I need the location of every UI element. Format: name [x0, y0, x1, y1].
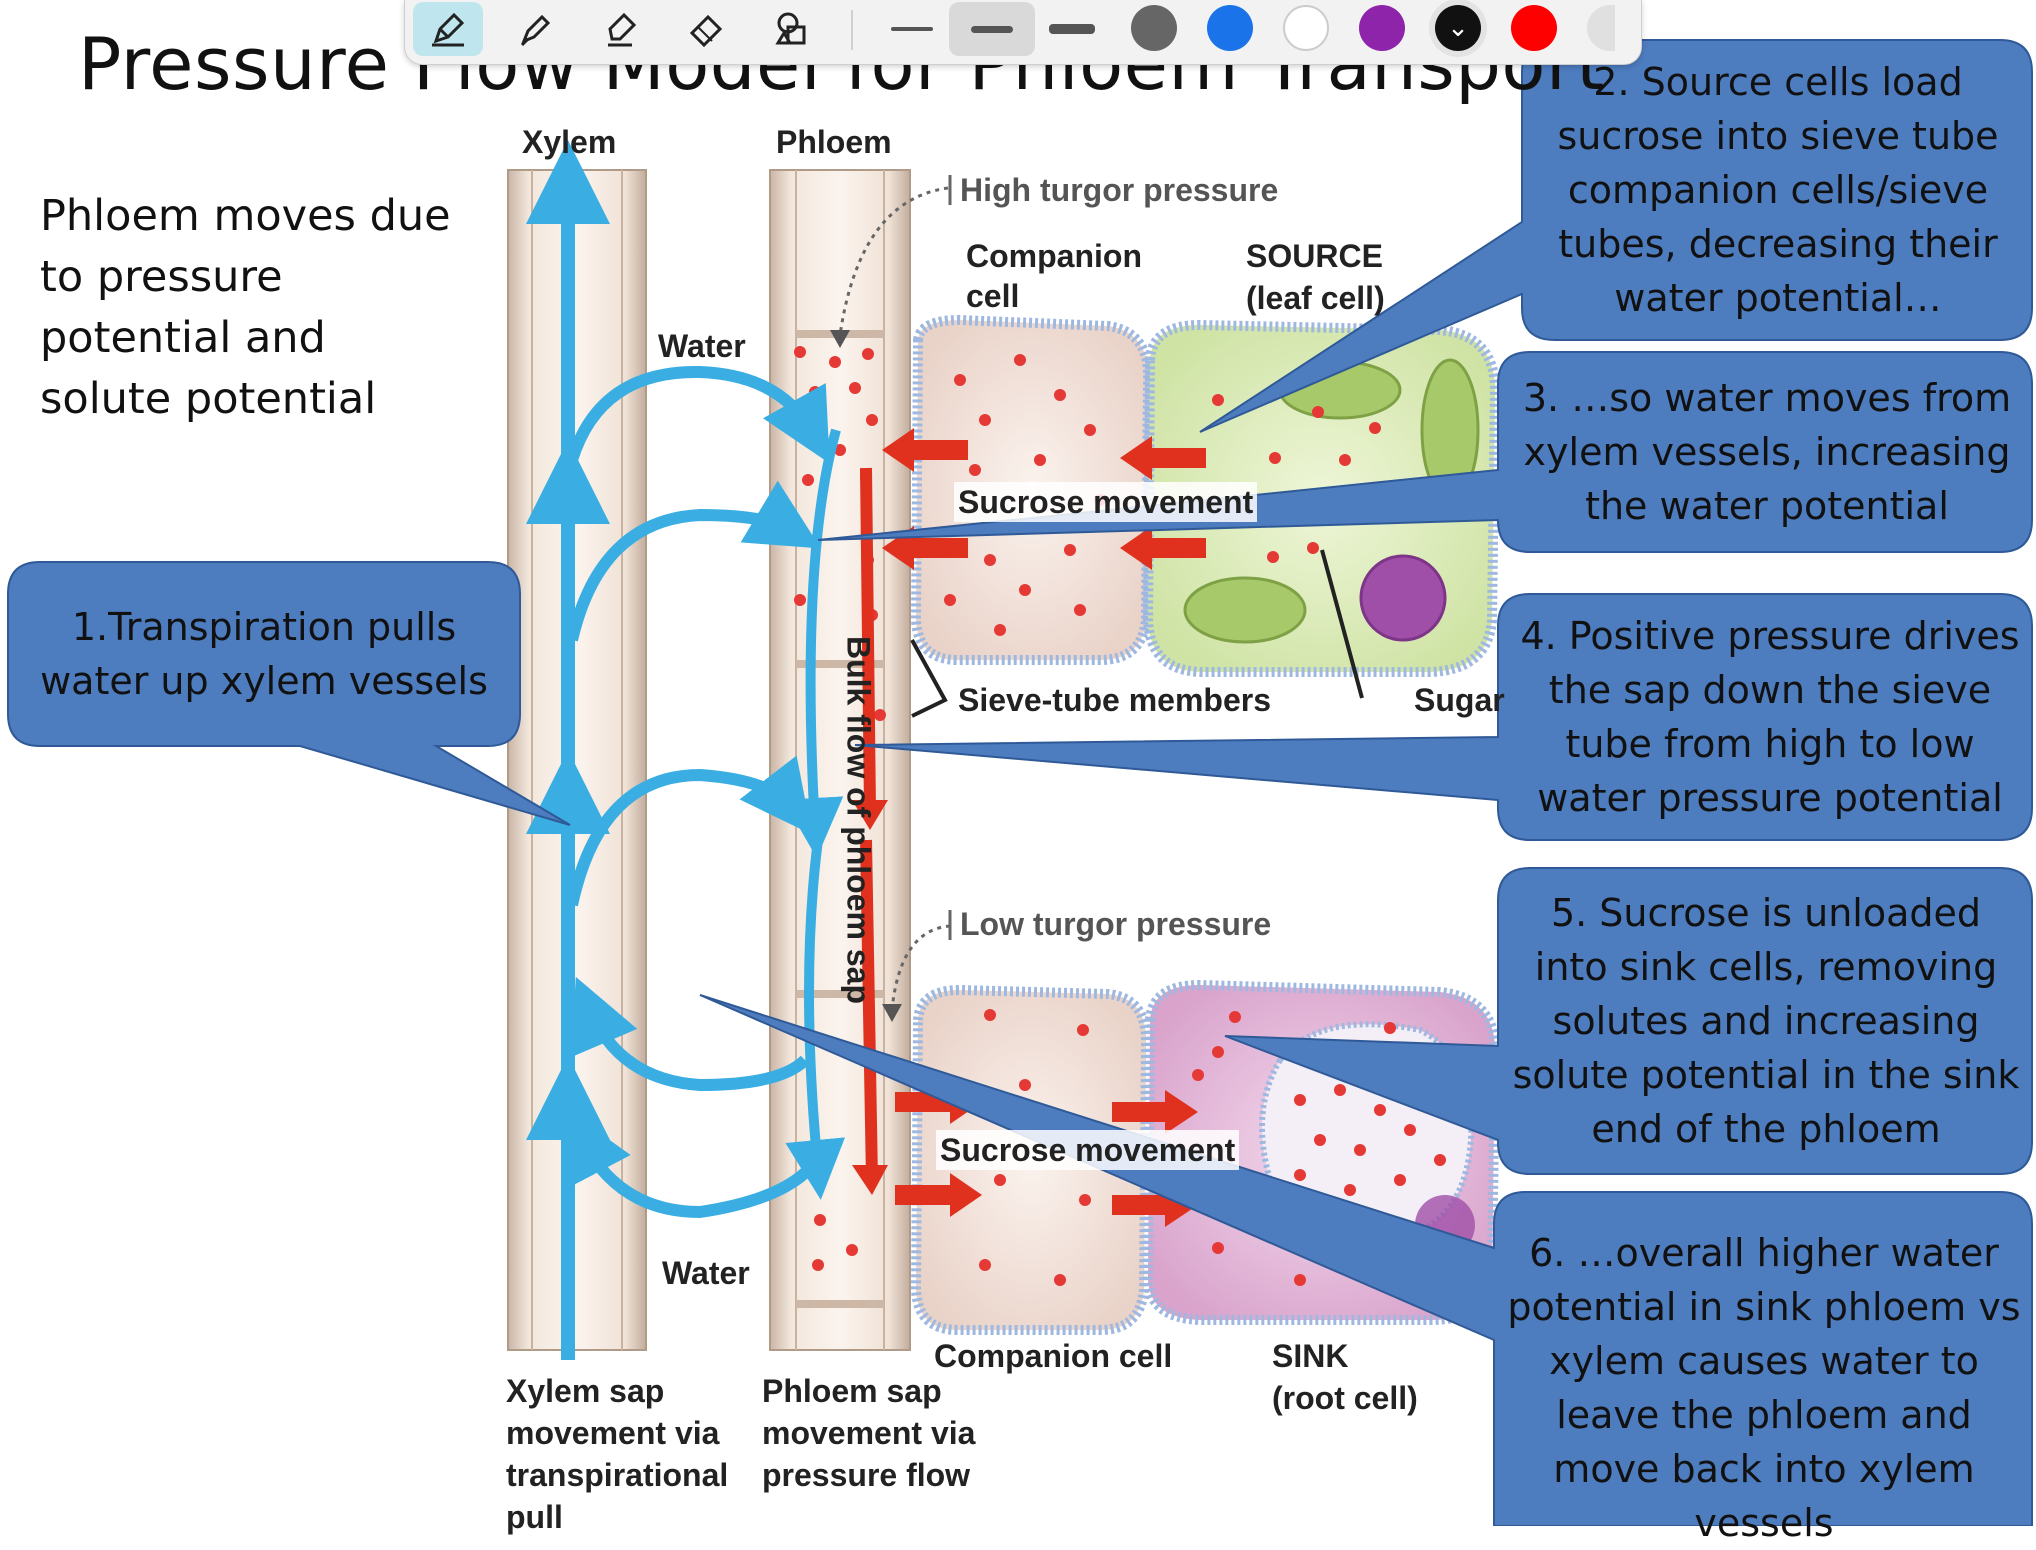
- callout-6-shape: [699, 994, 2033, 1526]
- color-swatch-red[interactable]: [1511, 5, 1557, 51]
- line-width-thick-button[interactable]: [1029, 2, 1115, 56]
- sink-label: SINK: [1272, 1338, 1349, 1374]
- xylem-label: Xylem: [522, 124, 617, 160]
- callout-2-text: 2. Source cells load sucrose into sieve …: [1557, 60, 1999, 320]
- callout-1-text: 1.Transpiration pulls water up xylem ves…: [40, 605, 488, 703]
- xylem-caption: Xylem sap movement via transpirational p…: [506, 1373, 729, 1535]
- companion-cell-top-label: Companion cell: [966, 238, 1142, 314]
- marker-tool-button[interactable]: [585, 2, 655, 56]
- ink-toolbar: ⌄: [404, 0, 1642, 65]
- line-width-thin-button[interactable]: [869, 2, 955, 56]
- callout-3-shape: [817, 351, 2033, 553]
- sucrose-movement-bottom-label: Sucrose movement: [936, 1130, 1240, 1170]
- companion-cell-bottom-label: Companion cell: [934, 1338, 1173, 1374]
- eraser-icon: [689, 14, 723, 48]
- water-bottom-label: Water: [662, 1255, 750, 1291]
- thin-line-icon: [891, 27, 933, 31]
- phloem-caption: Phloem sap movement via pressure flow: [762, 1373, 976, 1493]
- callout-3-text: 3. …so water moves from xylem vessels, i…: [1522, 376, 2012, 528]
- phloem-label: Phloem: [776, 124, 892, 160]
- color-swatch-gray[interactable]: [1131, 5, 1177, 51]
- callout-5-shape: [1224, 867, 2033, 1175]
- medium-line-icon: [971, 25, 1013, 33]
- sugar-label: Sugar: [1414, 682, 1505, 718]
- color-swatch-black[interactable]: ⌄: [1435, 5, 1481, 51]
- sucrose-movement-top-label: Sucrose movement: [954, 482, 1258, 522]
- callout-4-shape: [854, 593, 2033, 841]
- marker-icon: [608, 12, 637, 47]
- chevron-down-icon: ⌄: [1447, 13, 1469, 43]
- pen-tool-button[interactable]: [413, 2, 483, 56]
- sink-sub-label: (root cell): [1272, 1380, 1418, 1416]
- low-turgor-label: Low turgor pressure: [960, 906, 1272, 942]
- shapes-tool-button[interactable]: [757, 2, 827, 56]
- high-turgor-label: High turgor pressure: [960, 172, 1279, 208]
- water-top-label: Water: [658, 328, 746, 364]
- eraser-tool-button[interactable]: [671, 2, 741, 56]
- highlighter-icon: [520, 14, 551, 47]
- bulk-flow-label: Bulk flow of phloem sap: [840, 635, 877, 1005]
- intro-text: Phloem moves due to pressure potential a…: [40, 191, 451, 424]
- source-label: SOURCE: [1246, 238, 1383, 274]
- color-swatch-white[interactable]: [1283, 5, 1329, 51]
- color-swatch-more[interactable]: [1587, 5, 1615, 51]
- toolbar-divider: [851, 10, 853, 50]
- pen-icon: [432, 12, 465, 47]
- shapes-icon: [775, 12, 806, 45]
- line-width-medium-button[interactable]: [949, 2, 1035, 56]
- color-swatch-purple[interactable]: [1359, 5, 1405, 51]
- thick-line-icon: [1049, 24, 1095, 34]
- callout-6-text: 6. …overall higher water potential in si…: [1507, 1231, 2021, 1545]
- source-sub-label: (leaf cell): [1246, 280, 1385, 316]
- callout-1-shape: [7, 561, 571, 826]
- sieve-tube-members-label: Sieve-tube members: [958, 682, 1272, 718]
- callout-5-text: 5. Sucrose is unloaded into sink cells, …: [1512, 891, 2020, 1151]
- color-swatch-blue[interactable]: [1207, 5, 1253, 51]
- highlighter-tool-button[interactable]: [499, 2, 569, 56]
- xylem-vessel: [507, 169, 647, 1351]
- callout-4-text: 4. Positive pressure drives the sap down…: [1520, 614, 2020, 820]
